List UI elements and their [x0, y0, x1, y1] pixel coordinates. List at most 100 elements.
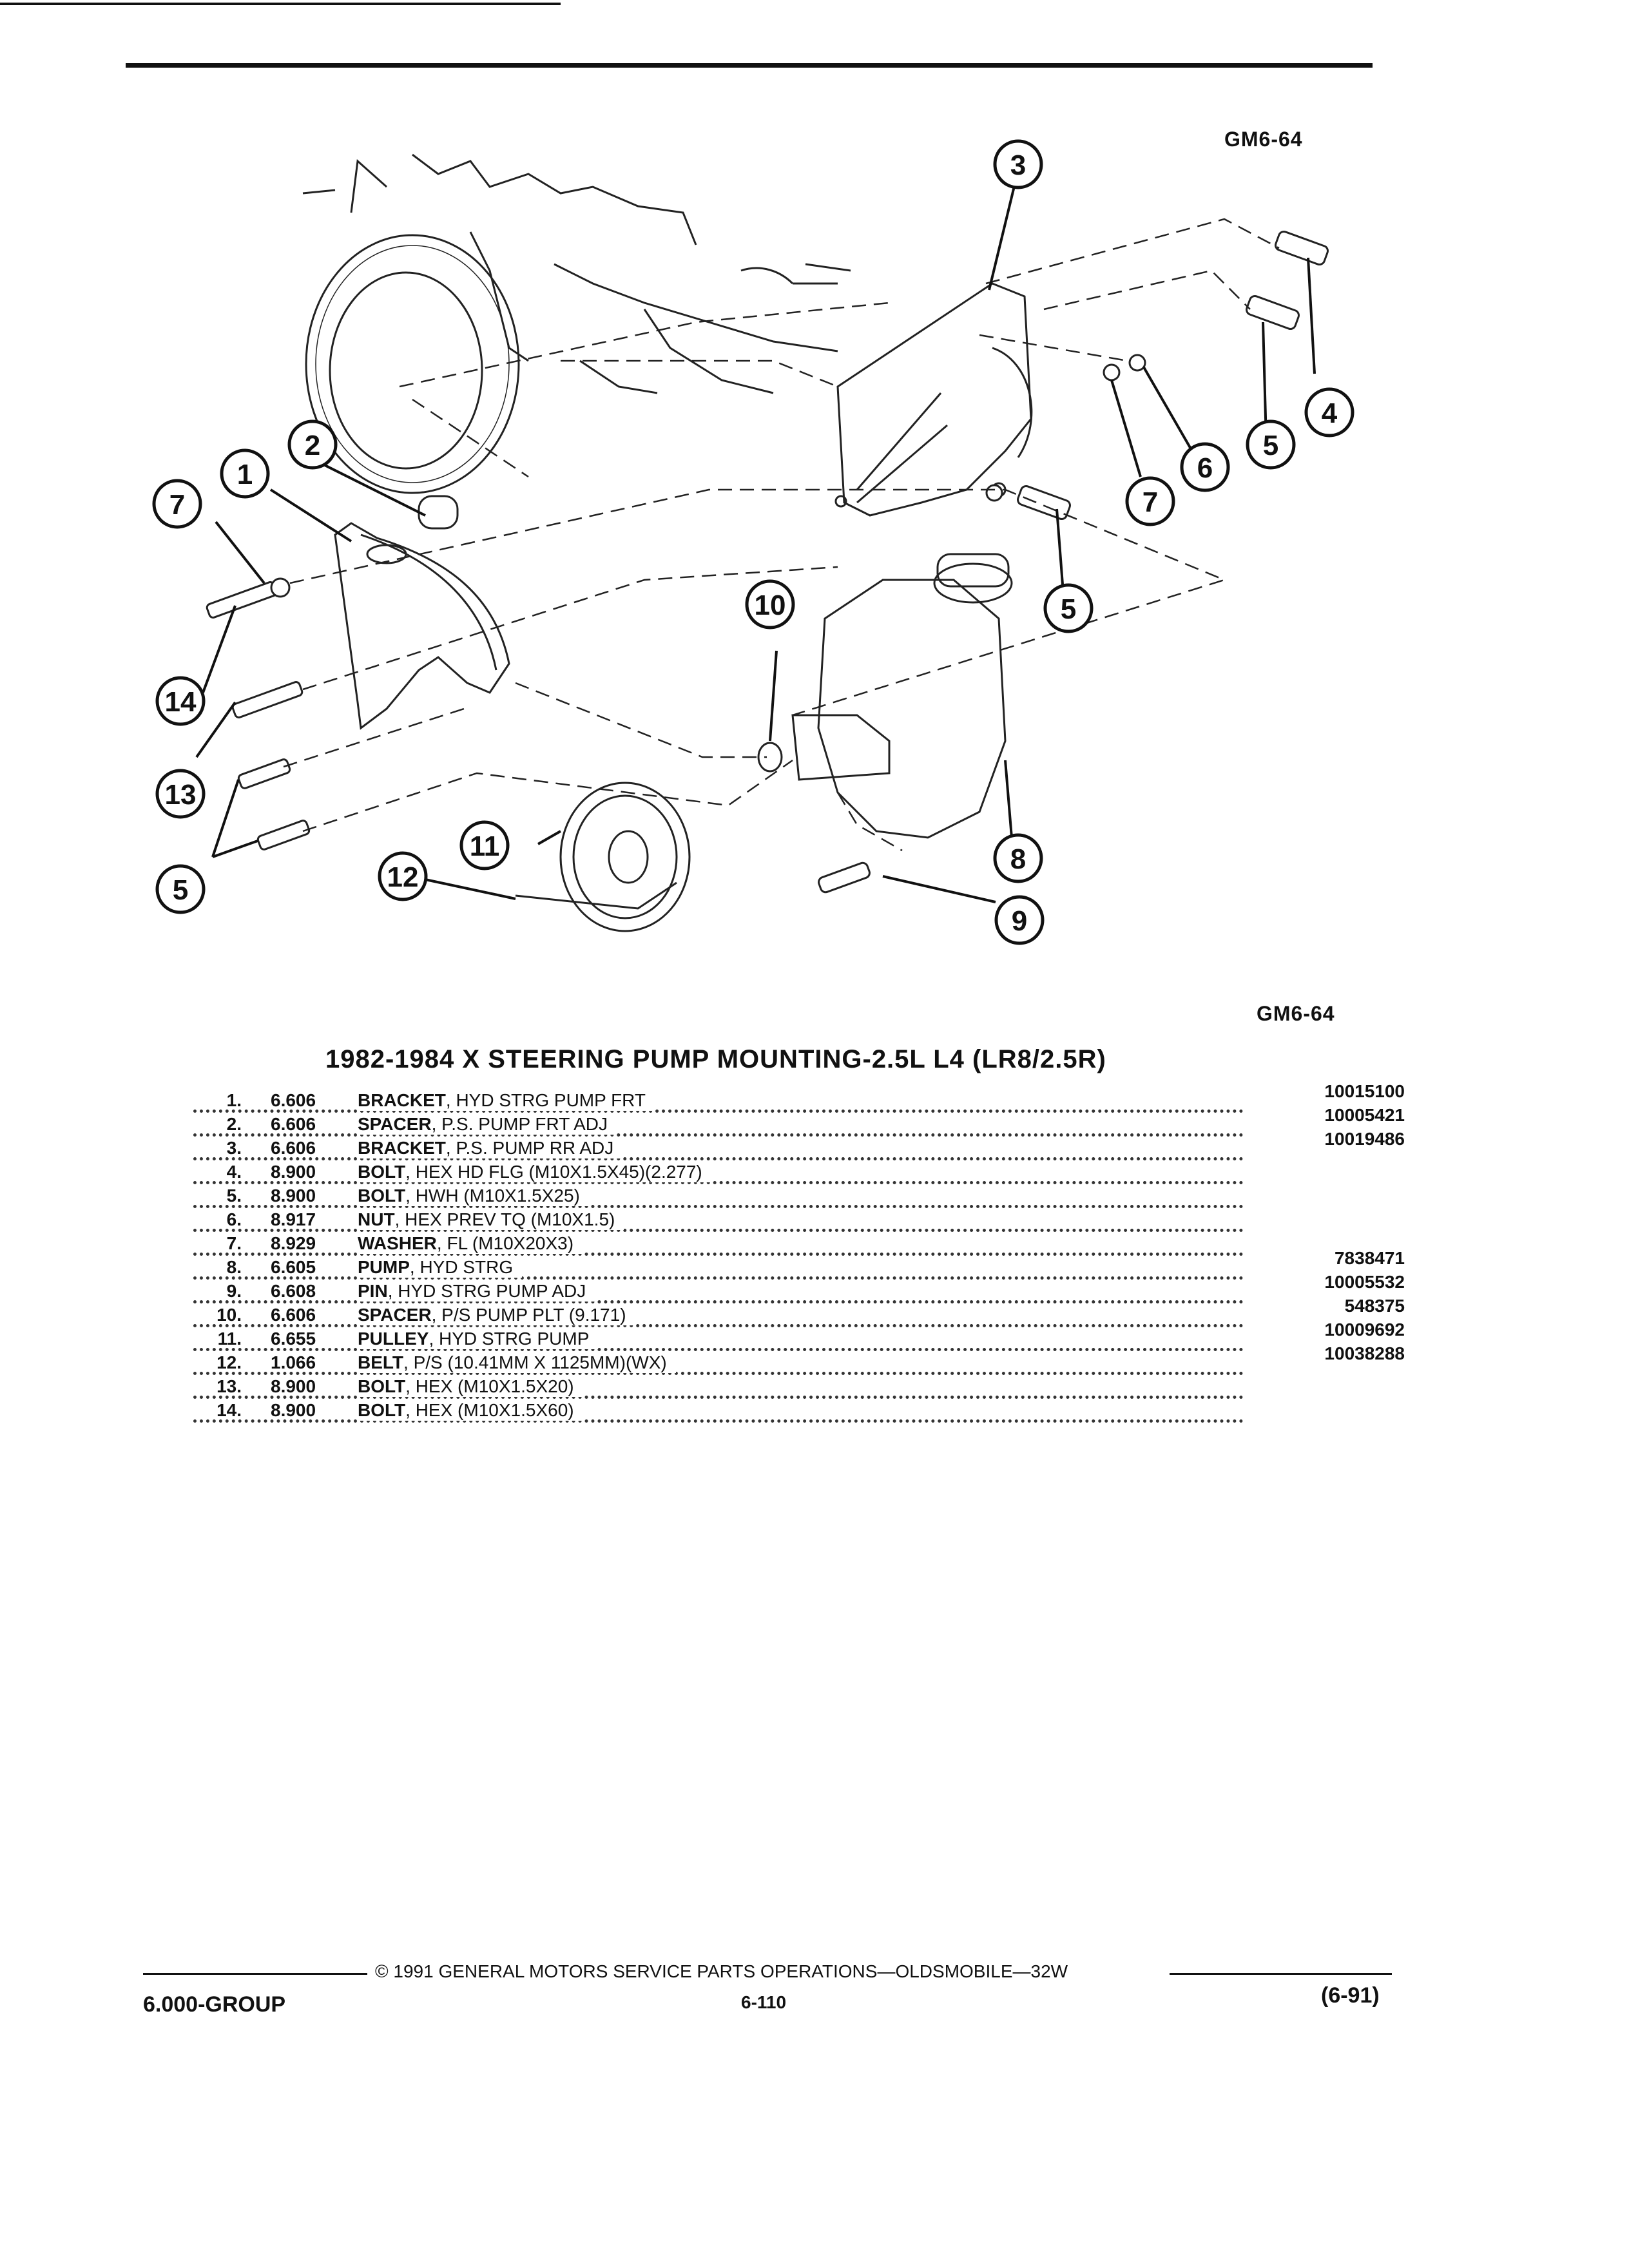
group-number: 8.900	[271, 1376, 316, 1396]
figure-code-bottom: GM6-64	[1257, 1002, 1335, 1025]
svg-text:7: 7	[169, 489, 185, 521]
item-number: 2.	[226, 1114, 242, 1134]
callout-11: 11	[459, 820, 510, 870]
part-name: BOLT	[358, 1162, 406, 1182]
leader-dots	[193, 1114, 1244, 1137]
svg-text:10: 10	[755, 590, 786, 621]
item-number: 3.	[226, 1138, 242, 1158]
part-description: BELT, P/S (10.41MM X 1125MM)(WX)	[358, 1352, 676, 1373]
leader-dots	[193, 1090, 1244, 1113]
group-number: 6.606	[271, 1090, 316, 1110]
footer-rule-left	[143, 1973, 367, 1975]
group-number: 6.606	[271, 1114, 316, 1134]
header-rule	[126, 63, 1373, 68]
svg-text:1: 1	[237, 459, 253, 490]
svg-text:3: 3	[1010, 149, 1026, 181]
group-number: 8.929	[271, 1233, 316, 1253]
callout-14: 14	[155, 676, 206, 726]
part-detail: , HEX PREV TQ (M10X1.5)	[394, 1209, 615, 1229]
leader-dots	[193, 1233, 1244, 1256]
part-number: 10005532	[1324, 1272, 1405, 1292]
svg-text:4: 4	[1322, 398, 1338, 429]
figure-code-top: GM6-64	[1224, 128, 1303, 151]
part-name: SPACER	[358, 1305, 432, 1325]
part-name: BRACKET	[358, 1090, 446, 1110]
part-detail: , HYD STRG PUMP FRT	[445, 1090, 646, 1110]
leader-dots	[193, 1257, 1244, 1280]
leader-dots	[193, 1400, 1244, 1423]
front-bracket-outline	[334, 522, 510, 730]
callout-10: 10	[745, 579, 795, 629]
part-detail: , P/S (10.41MM X 1125MM)(WX)	[403, 1352, 667, 1372]
callout-5-bottom: 5	[155, 864, 206, 914]
callout-8: 8	[993, 833, 1043, 883]
part-description: BRACKET, P.S. PUMP RR ADJ	[358, 1138, 623, 1158]
group-number: 8.900	[271, 1186, 316, 1206]
part-detail: , FL (M10X20X3)	[436, 1233, 574, 1253]
assembly-dash-lines	[283, 218, 1280, 852]
leader-dots	[193, 1281, 1244, 1303]
leader-dots	[193, 1162, 1244, 1184]
pump-outline	[757, 553, 1013, 839]
parts-row: 12. 1.066 BELT, P/S (10.41MM X 1125MM)(WX)…	[193, 1343, 1405, 1376]
footer-group: 6.000-GROUP	[143, 1992, 286, 2017]
svg-text:14: 14	[165, 686, 197, 718]
item-number: 12.	[217, 1352, 242, 1372]
part-description: PUMP, HYD STRG	[358, 1257, 523, 1278]
part-detail: , HYD STRG PUMP ADJ	[387, 1281, 586, 1301]
svg-text:5: 5	[1061, 593, 1076, 625]
part-name: PUMP	[358, 1257, 410, 1277]
leader-dots	[193, 1186, 1244, 1208]
part-name: BOLT	[358, 1376, 406, 1396]
svg-text:5: 5	[173, 874, 188, 906]
part-description: BOLT, HEX HD FLG (M10X1.5X45)(2.277)	[358, 1162, 711, 1182]
part-description: BRACKET, HYD STRG PUMP FRT	[358, 1090, 655, 1111]
callout-4: 4	[1304, 387, 1354, 437]
part-description: WASHER, FL (M10X20X3)	[358, 1233, 583, 1254]
item-number: 10.	[217, 1305, 242, 1325]
group-number: 1.066	[271, 1352, 316, 1372]
part-detail: , HEX (M10X1.5X60)	[405, 1400, 574, 1420]
part-detail: , HWH (M10X1.5X25)	[405, 1186, 580, 1206]
part-number: 7838471	[1334, 1248, 1405, 1268]
part-description: SPACER, P.S. PUMP FRT ADJ	[358, 1114, 617, 1135]
part-name: NUT	[358, 1209, 395, 1229]
section-title: 1982-1984 X STEERING PUMP MOUNTING-2.5L …	[325, 1045, 1106, 1073]
part-description: BOLT, HEX (M10X1.5X60)	[358, 1400, 583, 1421]
callout-5-top: 5	[1246, 419, 1296, 470]
leader-dots	[193, 1352, 1244, 1375]
item-number: 9.	[226, 1281, 242, 1301]
item-number: 13.	[217, 1376, 242, 1396]
svg-text:5: 5	[1263, 430, 1278, 461]
callout-2: 2	[287, 419, 338, 470]
leader-dots	[193, 1329, 1244, 1351]
exploded-view-diagram: 3 4 5 6 7 5 1 2 7 14 13 5 10 11 12 8 9	[152, 139, 1354, 945]
leader-lines	[195, 183, 1316, 903]
callout-6: 6	[1180, 442, 1230, 492]
item-number: 6.	[226, 1209, 242, 1229]
part-name: SPACER	[358, 1114, 432, 1134]
part-description: NUT, HEX PREV TQ (M10X1.5)	[358, 1209, 624, 1230]
svg-text:9: 9	[1012, 905, 1027, 937]
leader-dots	[193, 1376, 1244, 1399]
svg-text:11: 11	[470, 831, 500, 862]
part-number: 10009692	[1324, 1320, 1405, 1340]
group-number: 6.606	[271, 1138, 316, 1158]
item-number: 14.	[217, 1400, 242, 1420]
part-name: PIN	[358, 1281, 388, 1301]
spacer-outline	[418, 495, 459, 530]
footer-copyright: © 1991 GENERAL MOTORS SERVICE PARTS OPER…	[375, 1961, 1068, 1981]
group-number: 6.608	[271, 1281, 316, 1301]
part-detail: , HYD STRG	[409, 1257, 514, 1277]
item-number: 7.	[226, 1233, 242, 1253]
callout-7-right: 7	[1125, 476, 1175, 526]
item-number: 8.	[226, 1257, 242, 1277]
